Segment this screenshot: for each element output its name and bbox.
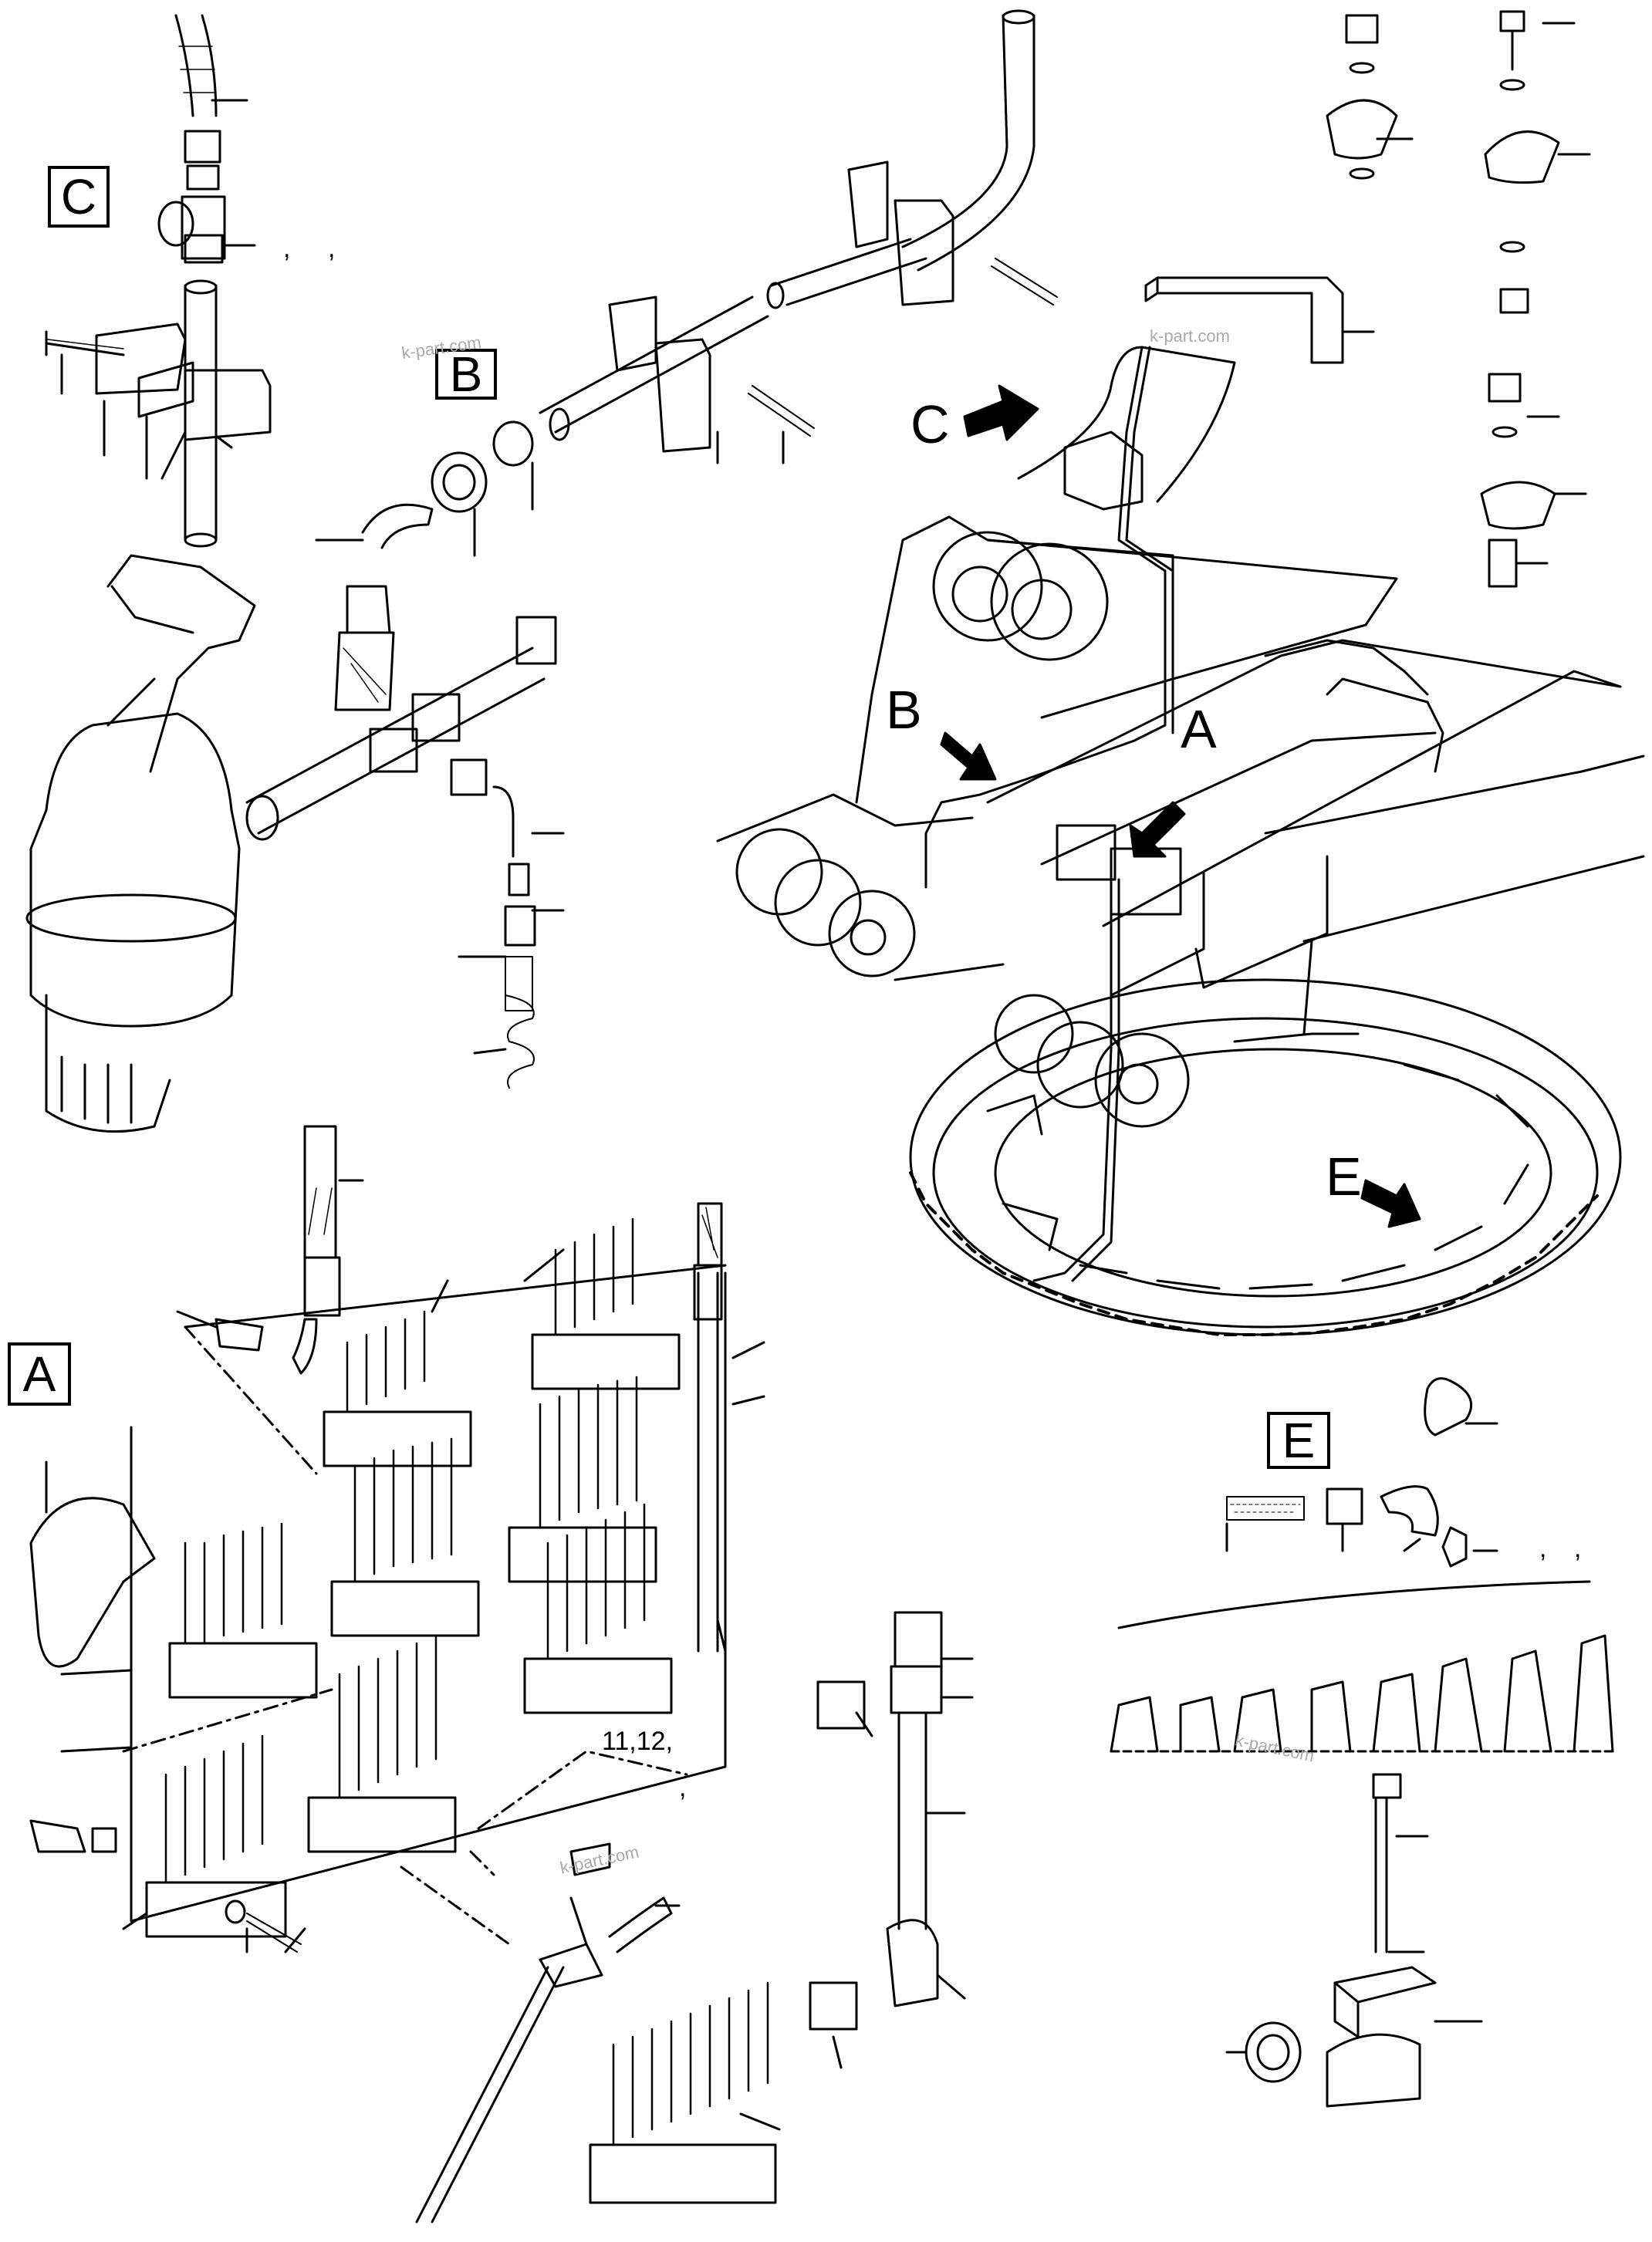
detail-label-e: E xyxy=(1267,1412,1330,1469)
tee-fitting-assembly xyxy=(245,616,565,1089)
bottom-distributor-assembly xyxy=(589,1611,974,2204)
callout-comma: , xyxy=(1539,1534,1547,1563)
grease-pump-motor xyxy=(25,554,256,1133)
arrow-label-e: E xyxy=(1326,1146,1362,1207)
detail-a-distributor xyxy=(29,1125,765,2223)
detail-b-assembly xyxy=(315,9,1058,711)
arrow-label-a: A xyxy=(1181,699,1217,759)
arrow-label-b: B xyxy=(886,680,922,740)
detail-c-assembly xyxy=(45,14,272,548)
callout-comma: , xyxy=(679,1773,687,1802)
callout-comma: , xyxy=(328,234,336,263)
clamp-hardware-set xyxy=(1144,10,1591,588)
arrow-label-c: C xyxy=(910,394,950,454)
callout-item-11-12: 11,12, xyxy=(602,1727,674,1756)
detail-label-b: B xyxy=(435,349,497,400)
callout-comma: , xyxy=(1574,1534,1582,1563)
detail-label-a: A xyxy=(8,1342,71,1406)
machine-frame xyxy=(716,346,1645,1336)
watermark-2: k-part.com xyxy=(1150,326,1230,346)
pointer-arrows xyxy=(940,384,1421,1228)
detail-e-assembly xyxy=(1110,1377,1614,2108)
callout-comma: , xyxy=(283,234,291,263)
detail-label-c: C xyxy=(48,166,110,228)
